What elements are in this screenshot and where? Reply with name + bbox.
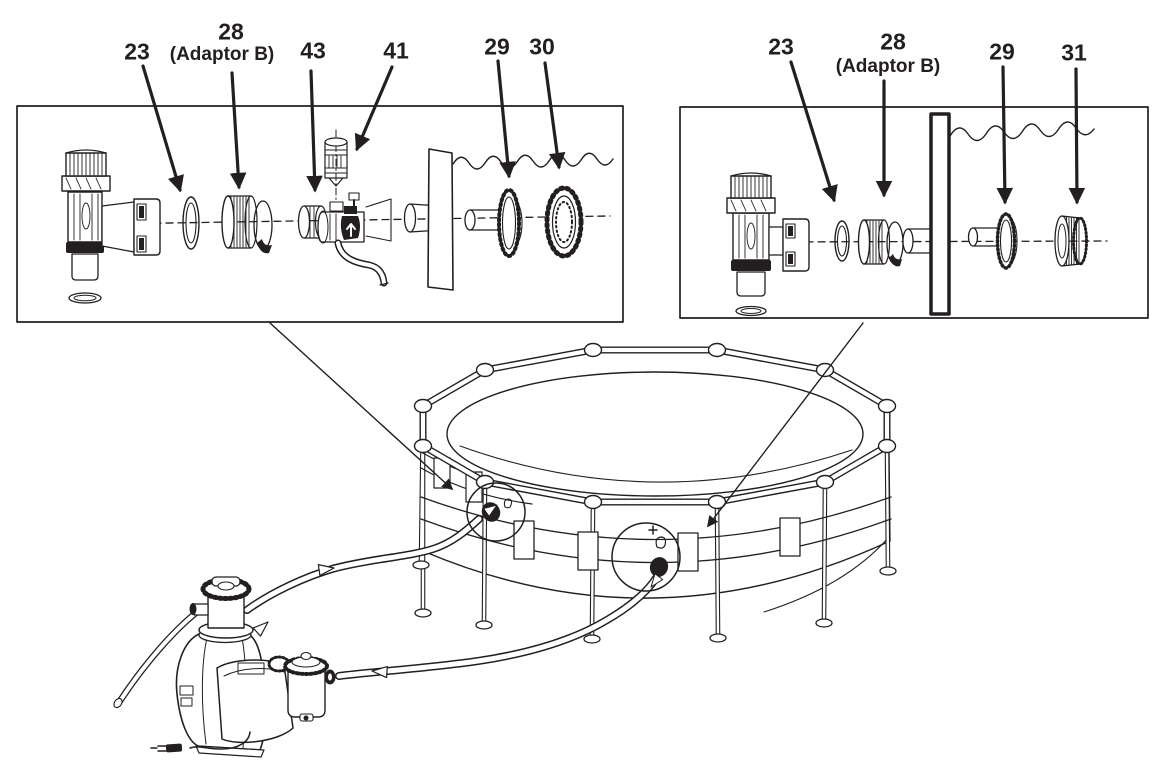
power-cord — [150, 731, 251, 753]
left-inset-pointer — [269, 322, 454, 491]
leader-23-left — [141, 64, 184, 193]
droplet-icon — [655, 536, 667, 549]
band-tabs — [513, 517, 801, 572]
flow-arrow-icon — [650, 573, 664, 588]
adaptor-b-28 — [221, 195, 273, 254]
left-inset-panel — [16, 105, 624, 323]
pool-legs — [412, 405, 897, 644]
suction-hose — [335, 574, 660, 680]
inlet-strainer-29 — [967, 212, 1018, 270]
callout-label-29-left: 29 — [484, 33, 510, 60]
right-inset-pointer — [706, 322, 864, 528]
callout-label-43: 43 — [300, 37, 326, 64]
adaptor-b-28 — [857, 219, 904, 267]
three-way-valve — [61, 149, 161, 304]
callout-label-23-right: 23 — [768, 33, 794, 60]
droplet-icon — [503, 498, 513, 509]
pool-feet — [412, 560, 897, 644]
flow-arrow-icon — [252, 621, 269, 637]
callout-label-41: 41 — [383, 37, 409, 64]
rail-joints — [413, 342, 897, 510]
outlet-fitting — [649, 557, 669, 577]
nut-30 — [544, 185, 584, 259]
outlet-detail-circle — [611, 522, 681, 592]
callout-label-28-left: 28 — [218, 18, 244, 45]
connector-43 — [297, 205, 328, 239]
leader-29-left — [496, 59, 516, 179]
leader-41 — [354, 65, 394, 152]
chlorinator-valve-41 — [317, 129, 392, 287]
callout-note-adaptor-b-left: (Adaptor B) — [169, 44, 275, 65]
inlet-detail-circle — [466, 482, 526, 542]
leader-23-right — [789, 60, 838, 203]
right-inset-panel — [679, 106, 1149, 319]
flow-arrow-icon — [317, 564, 335, 577]
inlet-strainer-29 — [464, 188, 523, 258]
pool-wall-cross-section — [929, 112, 951, 316]
three-way-valve — [726, 172, 810, 317]
callout-label-29-right: 29 — [989, 38, 1015, 65]
sand-filter-pump — [113, 576, 336, 758]
return-hose — [243, 515, 483, 637]
o-ring-23 — [182, 196, 200, 250]
water-line — [452, 152, 614, 170]
inset-pointers — [269, 322, 864, 528]
plus-mark-icon — [648, 525, 658, 535]
threaded-ring-31 — [1054, 215, 1088, 267]
leader-31 — [1068, 67, 1086, 205]
callout-label-31: 31 — [1061, 39, 1087, 66]
multiport-valve — [189, 576, 254, 639]
water-line — [949, 121, 1095, 142]
leader-29-right — [996, 65, 1014, 205]
leader-28-left — [229, 71, 247, 190]
pump-motor — [216, 659, 294, 744]
leader-43 — [306, 69, 323, 193]
strainer-pot — [283, 651, 336, 722]
top-rail — [413, 342, 897, 510]
callout-label-23-left: 23 — [124, 38, 150, 65]
frame-pool — [412, 342, 897, 644]
flow-arrow-icon — [371, 665, 388, 679]
liner-top-edge — [446, 371, 864, 497]
callout-note-adaptor-b-right: (Adaptor B) — [835, 56, 941, 77]
pool-wall-cross-section — [427, 148, 454, 291]
leader-30 — [543, 61, 566, 170]
liner-floor-edge — [459, 445, 853, 483]
flow-arrow-icon — [483, 504, 498, 517]
callout-label-28-right: 28 — [880, 28, 906, 55]
power-plug-icon — [165, 743, 183, 753]
callout-leaders — [141, 59, 1086, 205]
spray-cone — [365, 198, 392, 242]
o-ring-23 — [834, 220, 850, 262]
callout-label-30: 30 — [529, 33, 555, 60]
